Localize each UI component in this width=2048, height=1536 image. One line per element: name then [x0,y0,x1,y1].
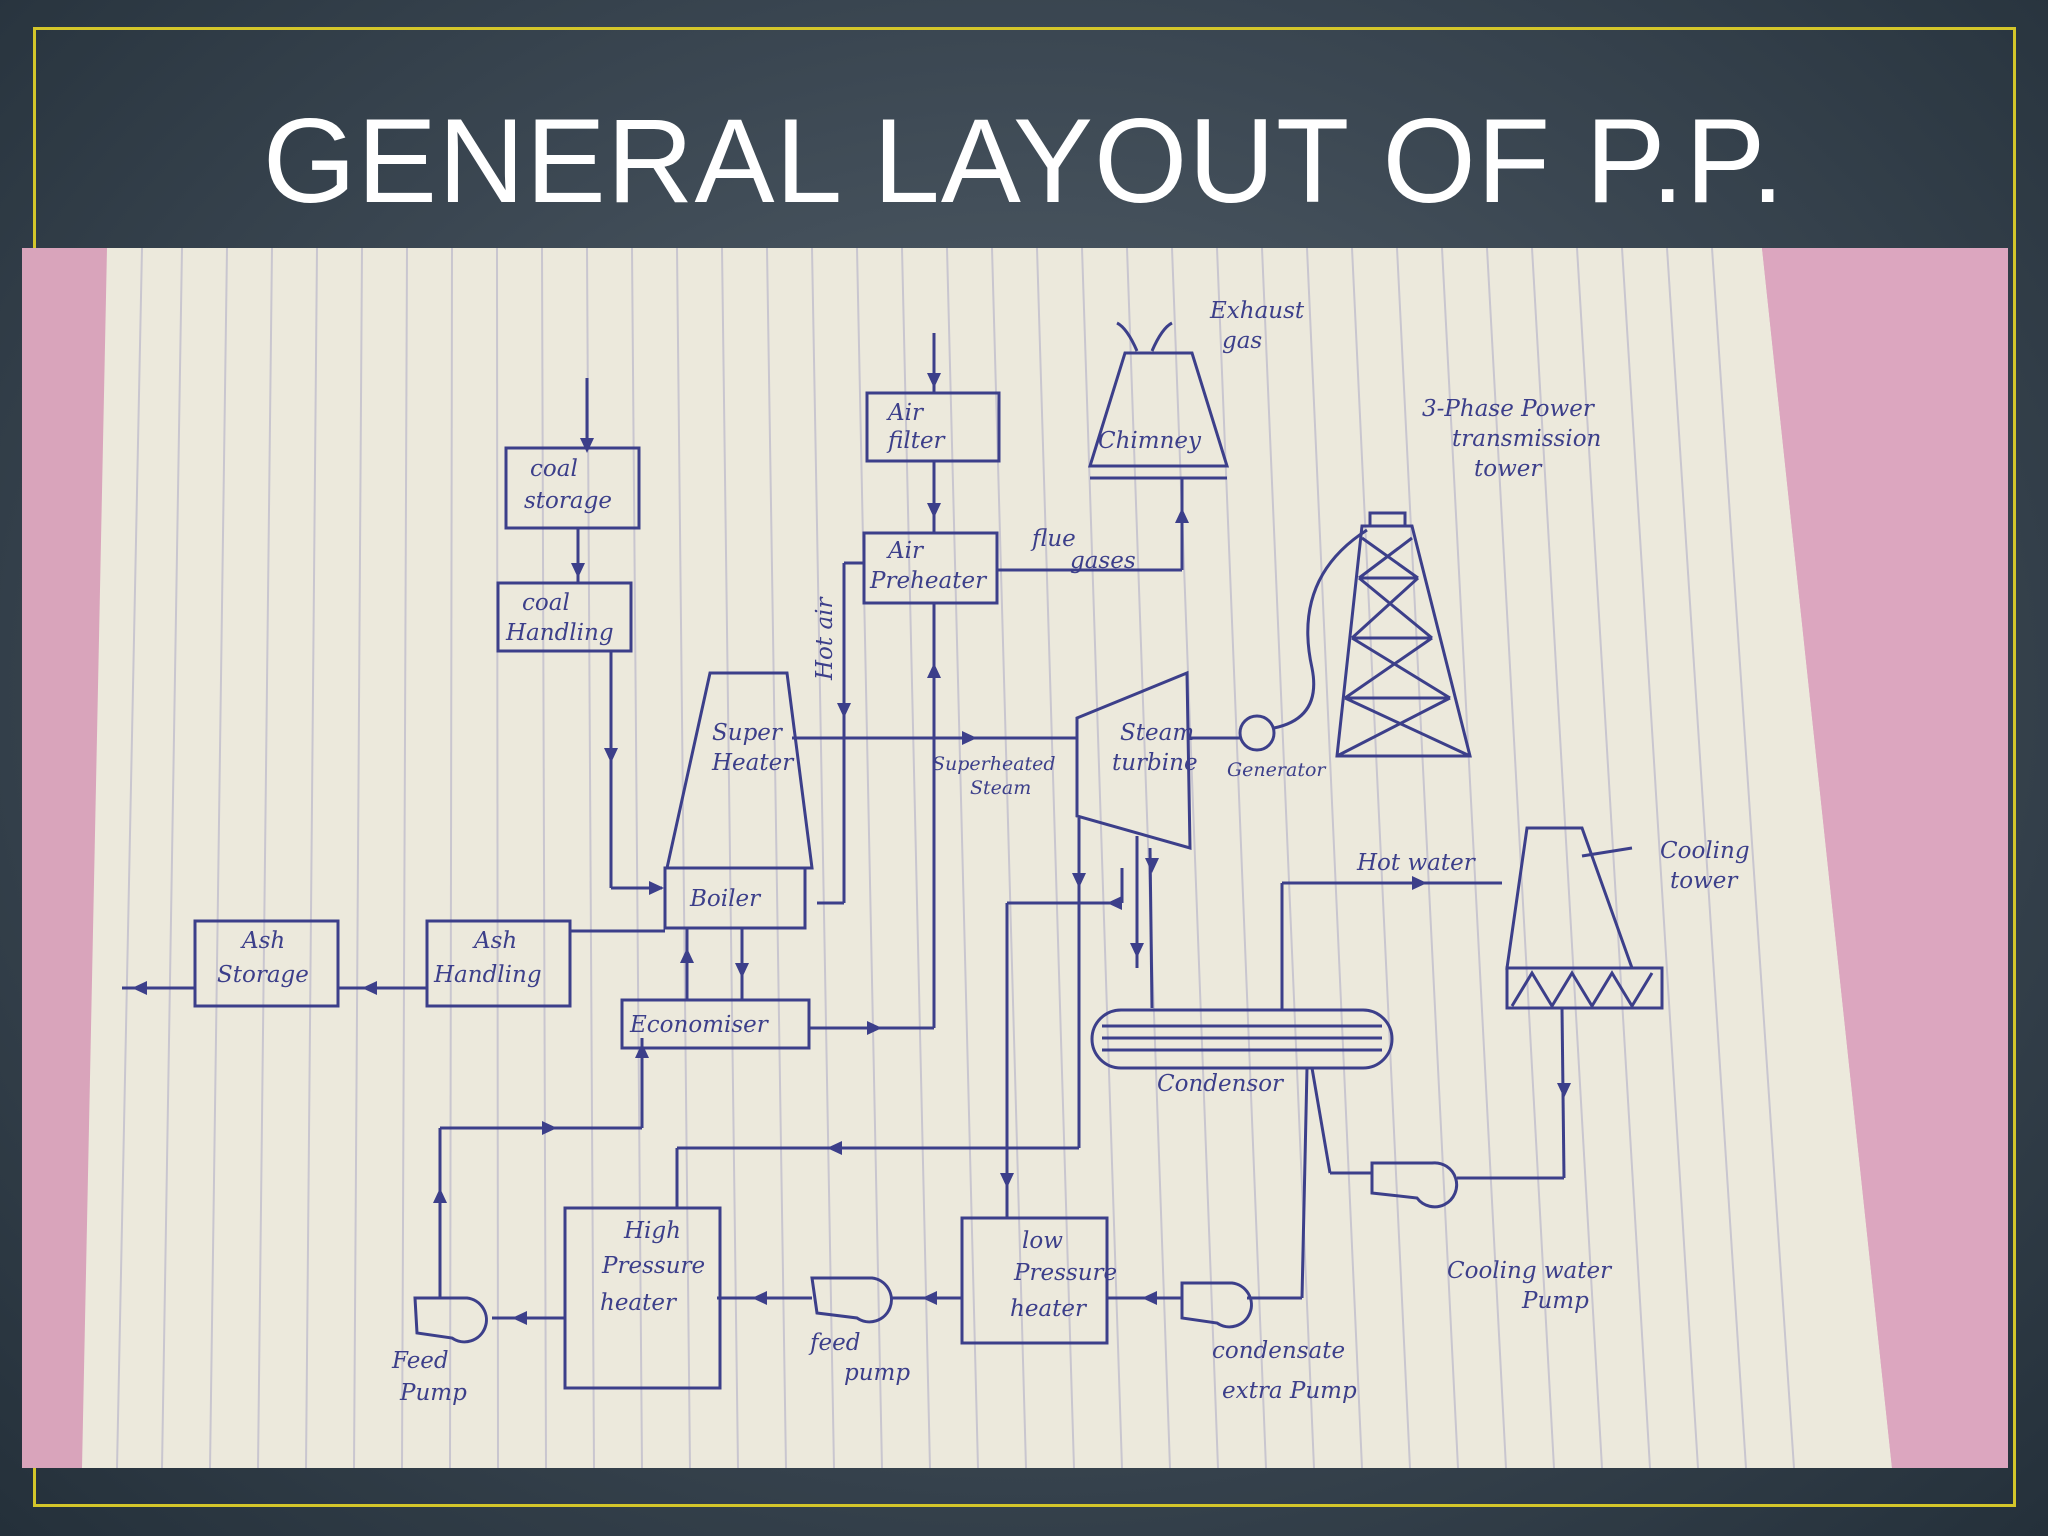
flow-arrows [132,373,1571,1325]
label-lp-heater-1: low [1022,1228,1063,1254]
coal-handling-box [496,581,633,653]
label-boiler: Boiler [689,886,762,912]
label-coal-handling-2: Handling [505,620,614,646]
boiler-box [663,866,807,930]
label-hot-air: Hot air [812,595,838,681]
label-coal-handling-1: coal [522,590,570,616]
label-hot-water: Hot water [1356,850,1477,876]
label-lp-heater-3: heater [1010,1296,1088,1322]
label-exhaust-gas-1: Exhaust [1209,298,1305,324]
ash-handling-box [425,919,572,1008]
low-pressure-heater-box [960,1216,1109,1345]
label-condenser: Condensor [1157,1071,1285,1097]
label-cooling-water-pump-1: Cooling water [1447,1258,1613,1284]
label-lp-heater-2: Pressure [1013,1260,1117,1286]
label-cooling-water-pump-2: Pump [1521,1288,1589,1314]
label-air-filter-2: filter [886,428,947,454]
economiser-box [620,998,811,1050]
label-coal-storage-1: coal [530,456,578,482]
label-super-heater-2: Heater [711,750,795,776]
label-feed-pump-1a: Feed [391,1348,449,1374]
label-superheated-steam-1: Superheated [932,753,1056,775]
label-flue-gases-1: flue [1030,526,1076,552]
label-transmission-tower-2: transmission [1452,426,1601,452]
label-hp-heater-1: High [623,1218,681,1244]
cooling-water-pump-shape [1370,1161,1459,1209]
label-ash-handling-1: Ash [472,928,517,954]
steam-turbine-shape [1075,670,1192,850]
air-preheater-box [862,531,999,605]
label-feed-pump-2a: feed [808,1330,860,1356]
label-cooling-tower-1: Cooling [1660,838,1750,864]
label-coal-storage-2: storage [524,488,612,514]
label-hp-heater-3: heater [600,1290,678,1316]
high-pressure-heater-box [563,1206,722,1390]
slide-title: GENERAL LAYOUT OF P.P. [262,94,1786,228]
label-cooling-tower-2: tower [1670,868,1739,894]
label-ash-storage-2: Storage [217,962,309,988]
label-chimney: Chimney [1098,428,1202,454]
label-exhaust-gas-2: gas [1222,328,1262,354]
label-ash-handling-2: Handling [433,962,542,988]
label-air-preheater-2: Preheater [869,568,988,594]
chimney-shape [1087,351,1230,468]
diagram-photo: Exhaust gas Chimney Air filter coal stor… [22,248,2008,1468]
label-hp-heater-2: Pressure [601,1253,705,1279]
feed-pump-1-shape [413,1296,488,1344]
label-condensate-pump-2: extra Pump [1222,1378,1357,1404]
label-air-filter-1: Air [886,400,925,426]
condensate-pump-shape [1180,1281,1253,1329]
ash-storage-box [193,919,340,1008]
label-feed-pump-2b: pump [844,1360,910,1386]
label-generator: Generator [1227,759,1327,781]
label-transmission-tower-1: 3-Phase Power [1422,396,1596,422]
super-heater-shape [665,671,814,870]
generator-icon [1238,714,1276,752]
label-flue-gases-2: gases [1070,548,1136,574]
feed-pump-2-shape [810,1276,893,1324]
label-ash-storage-1: Ash [240,928,285,954]
label-feed-pump-1b: Pump [399,1380,467,1406]
label-superheated-steam-2: Steam [970,777,1031,799]
label-transmission-tower-3: tower [1474,456,1543,482]
label-super-heater-1: Super [712,720,784,746]
label-condensate-pump-1: condensate [1212,1338,1345,1364]
label-steam-turbine-1: Steam [1120,720,1194,746]
label-air-preheater-1: Air [886,538,925,564]
label-steam-turbine-2: turbine [1112,750,1198,776]
label-economiser: Economiser [629,1012,770,1038]
condenser-shape [1090,1008,1394,1070]
coal-storage-box [504,446,641,530]
